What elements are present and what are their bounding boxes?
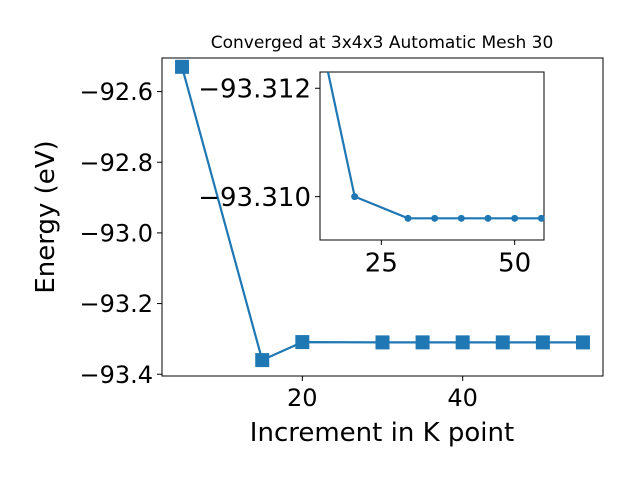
data-point (457, 214, 465, 222)
data-point (511, 214, 519, 222)
data-point (575, 335, 590, 350)
inset-plot-area (319, 71, 545, 241)
data-point (455, 335, 470, 350)
inset-y-ticks: −93.312 −93.310 (198, 75, 320, 213)
data-point (375, 335, 390, 350)
data-point (295, 335, 310, 350)
x-axis-label: Increment in K point (250, 418, 514, 448)
y-tick-label: −92.6 (79, 78, 153, 106)
inset-series (326, 71, 545, 222)
data-point (255, 353, 270, 368)
data-point (535, 335, 550, 350)
data-point (415, 335, 430, 350)
y-tick-label: −93.0 (79, 220, 153, 248)
x-tick-label: 40 (447, 384, 478, 412)
x-tick-label: 25 (365, 249, 398, 279)
main-series (175, 59, 590, 368)
y-tick-label: −93.2 (79, 290, 153, 318)
series-line (326, 71, 542, 220)
main-y-ticks: −92.6 −92.8 −93.0 −93.2 −93.4 (79, 78, 162, 389)
x-tick-label: 50 (498, 249, 531, 279)
inset-x-ticks: 25 50 (365, 240, 531, 279)
data-point (351, 193, 359, 201)
data-point (175, 59, 190, 74)
x-tick-label: 20 (287, 384, 318, 412)
data-point (537, 214, 545, 222)
y-tick-label: −93.4 (79, 361, 153, 389)
data-point (431, 214, 439, 222)
data-point (495, 335, 510, 350)
y-tick-label: −93.312 (198, 75, 311, 105)
chart-title: Converged at 3x4x3 Automatic Mesh 30 (211, 33, 554, 53)
inset-plot: −93.312 −93.310 25 50 (198, 71, 545, 279)
y-tick-label: −93.310 (198, 183, 311, 213)
main-plot-area (161, 57, 604, 377)
data-point (484, 214, 492, 222)
data-point (404, 214, 412, 222)
y-tick-label: −92.8 (79, 149, 153, 177)
y-axis-label: Energy (eV) (31, 140, 61, 293)
main-plot: Converged at 3x4x3 Automatic Mesh 30 −92… (31, 33, 604, 448)
